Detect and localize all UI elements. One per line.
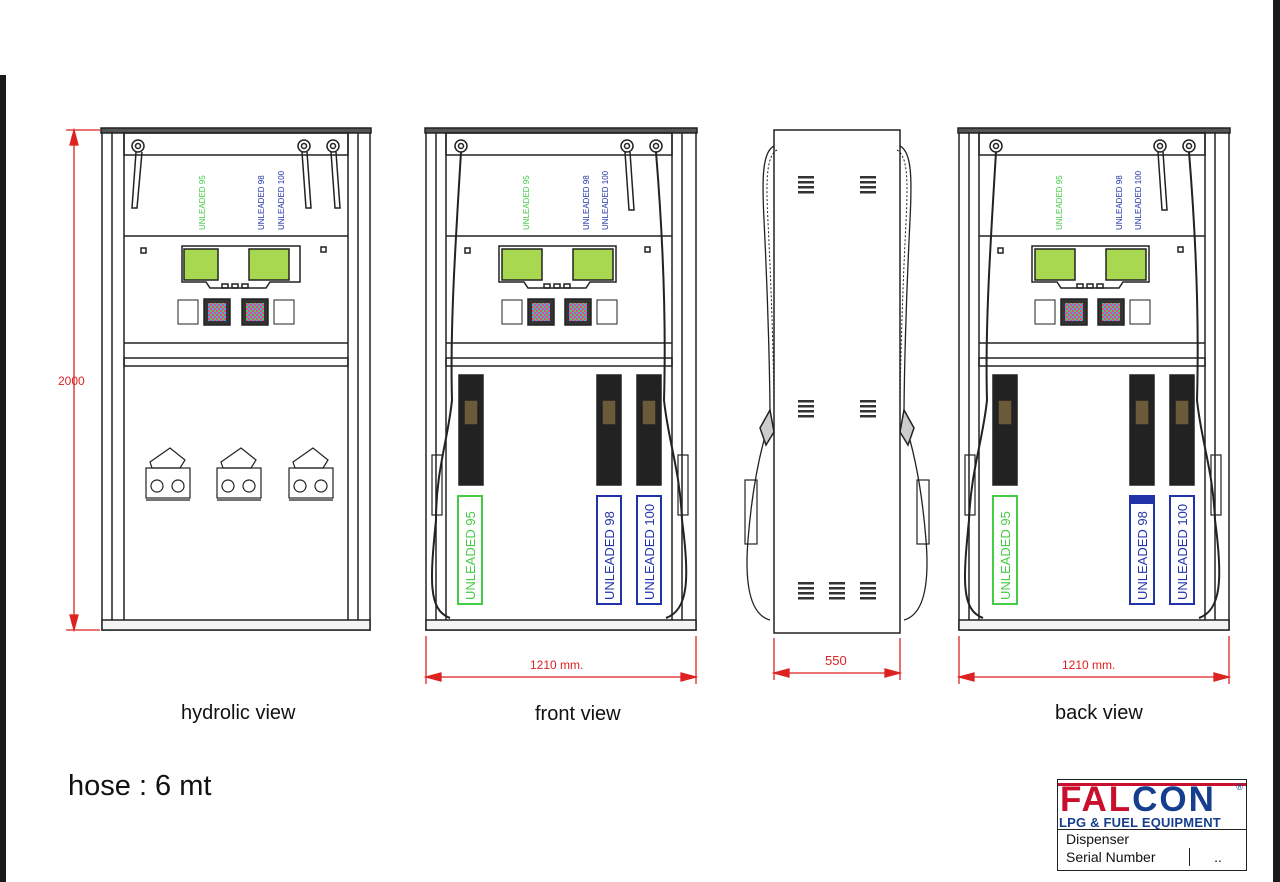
lcd-display [501, 248, 543, 281]
front-product-label-100: UNLEADED 100 [642, 504, 657, 600]
vent-icon [829, 582, 845, 600]
serial-value: .. [1189, 848, 1246, 866]
back-product-label-95: UNLEADED 95 [998, 511, 1013, 600]
nozzle-hook-icon [326, 139, 341, 209]
product-label-box-98 [596, 495, 622, 605]
front-top-label-100: UNLEADED 100 [601, 170, 610, 230]
title-block: FALCON ® LPG & FUEL EQUIPMENT Dispenser … [1057, 779, 1247, 871]
front-product-label-98: UNLEADED 98 [602, 511, 617, 600]
lcd-display [248, 248, 290, 281]
hose-length-note: hose : 6 mt [68, 770, 212, 802]
back-view [957, 127, 1231, 631]
nozzle-icon [992, 374, 1018, 486]
hydrolic-label-100: UNLEADED 100 [277, 170, 286, 230]
nozzle-icon [596, 374, 622, 486]
back-view-caption: back view [1055, 702, 1143, 724]
hydrolic-label-98: UNLEADED 98 [257, 175, 266, 230]
nozzle-icon [458, 374, 484, 486]
serial-label: Serial Number [1066, 849, 1156, 865]
vent-icon [860, 582, 876, 600]
pump-unit-icon [216, 447, 262, 501]
hose-line [746, 145, 775, 621]
back-width-dimension [956, 636, 1232, 684]
nozzle-icon [1169, 374, 1195, 486]
side-view [744, 129, 930, 634]
dispenser-label: Dispenser [1066, 831, 1130, 847]
hydrolic-label-95: UNLEADED 95 [198, 175, 207, 230]
product-label-box-95 [457, 495, 483, 605]
hydrolic-view-caption: hydrolic view [181, 702, 296, 724]
hose-line [964, 151, 997, 619]
back-top-label-98: UNLEADED 98 [1115, 175, 1124, 230]
logo-subtitle: LPG & FUEL EQUIPMENT [1059, 815, 1221, 830]
left-frame-bar [0, 75, 6, 882]
product-label-box-100 [636, 495, 662, 605]
front-top-label-98: UNLEADED 98 [582, 175, 591, 230]
back-product-label-100: UNLEADED 100 [1175, 504, 1190, 600]
nozzle-hook-icon [297, 139, 312, 209]
side-width-label: 550 [825, 653, 847, 668]
vent-icon [860, 400, 876, 418]
vent-icon [798, 400, 814, 418]
front-view-caption: front view [535, 703, 621, 725]
nozzle-icon [636, 374, 662, 486]
nozzle-icon [1129, 374, 1155, 486]
pump-unit-icon [288, 447, 334, 501]
back-width-label: 1210 mm. [1062, 658, 1115, 672]
front-view [424, 127, 698, 631]
vent-icon [798, 176, 814, 194]
falcon-logo: FALCON ® LPG & FUEL EQUIPMENT [1058, 780, 1246, 830]
back-product-label-98: UNLEADED 98 [1135, 511, 1150, 600]
nozzle-hook-icon [620, 139, 635, 211]
hose-line [899, 145, 928, 621]
lcd-display [183, 248, 219, 281]
hose-line [655, 151, 688, 619]
front-top-label-95: UNLEADED 95 [522, 175, 531, 230]
lcd-display [1105, 248, 1147, 281]
registered-mark: ® [1236, 782, 1243, 792]
front-width-dimension [423, 636, 699, 684]
logo-red-bar [1058, 783, 1246, 786]
back-top-label-100: UNLEADED 100 [1134, 170, 1143, 230]
hose-line [1188, 151, 1221, 619]
logo-con: CON [1132, 780, 1216, 819]
product-label-box-100 [1169, 495, 1195, 605]
product-label-box-95 [992, 495, 1018, 605]
lcd-display [572, 248, 614, 281]
side-width-dimension [771, 638, 903, 680]
side-vents [798, 176, 876, 600]
vent-icon [798, 582, 814, 600]
nozzle-hook-icon [1153, 139, 1168, 211]
front-width-label: 1210 mm. [530, 658, 583, 672]
hydrolic-view [100, 127, 372, 631]
front-product-label-95: UNLEADED 95 [463, 511, 478, 600]
dispenser-row: Dispenser [1058, 830, 1246, 848]
serial-row: Serial Number .. [1058, 848, 1246, 866]
height-dimension-label: 2000 [58, 374, 85, 388]
vent-icon [860, 176, 876, 194]
right-frame-bar [1273, 0, 1280, 882]
back-top-label-95: UNLEADED 95 [1055, 175, 1064, 230]
logo-wordmark: FALCON [1060, 782, 1216, 818]
hose-line [431, 151, 462, 619]
nozzle-hook-icon [131, 139, 145, 209]
logo-fa: FAL [1060, 780, 1133, 819]
lcd-display [1034, 248, 1076, 281]
height-dimension [66, 127, 100, 633]
pump-unit-icon [145, 447, 191, 501]
